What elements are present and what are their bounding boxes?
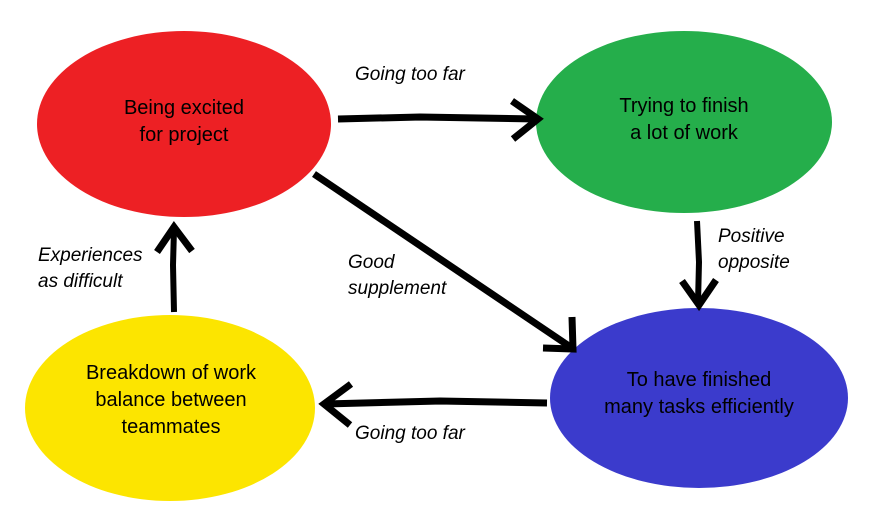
edge-red-to-green[interactable] bbox=[337, 98, 544, 142]
edge-yellow-to-red-label: Experiences as difficult bbox=[38, 245, 143, 292]
edge-blue-to-yellow[interactable] bbox=[318, 381, 548, 428]
node-red-ellipse[interactable] bbox=[37, 31, 331, 217]
edge-blue-to-yellow-label: Going too far bbox=[355, 423, 465, 444]
node-yellow-ellipse[interactable] bbox=[25, 315, 315, 501]
node-blue-ellipse[interactable] bbox=[550, 308, 848, 488]
edge-red-to-blue[interactable] bbox=[312, 171, 577, 353]
edge-green-to-blue-label: Positive opposite bbox=[718, 226, 790, 273]
node-green-ellipse[interactable] bbox=[536, 31, 832, 213]
edge-green-to-blue[interactable] bbox=[679, 220, 719, 312]
edge-red-to-green-label: Going too far bbox=[355, 64, 465, 85]
edge-yellow-to-red[interactable] bbox=[154, 220, 195, 313]
edge-red-to-blue-label: Good supplement bbox=[348, 252, 447, 299]
